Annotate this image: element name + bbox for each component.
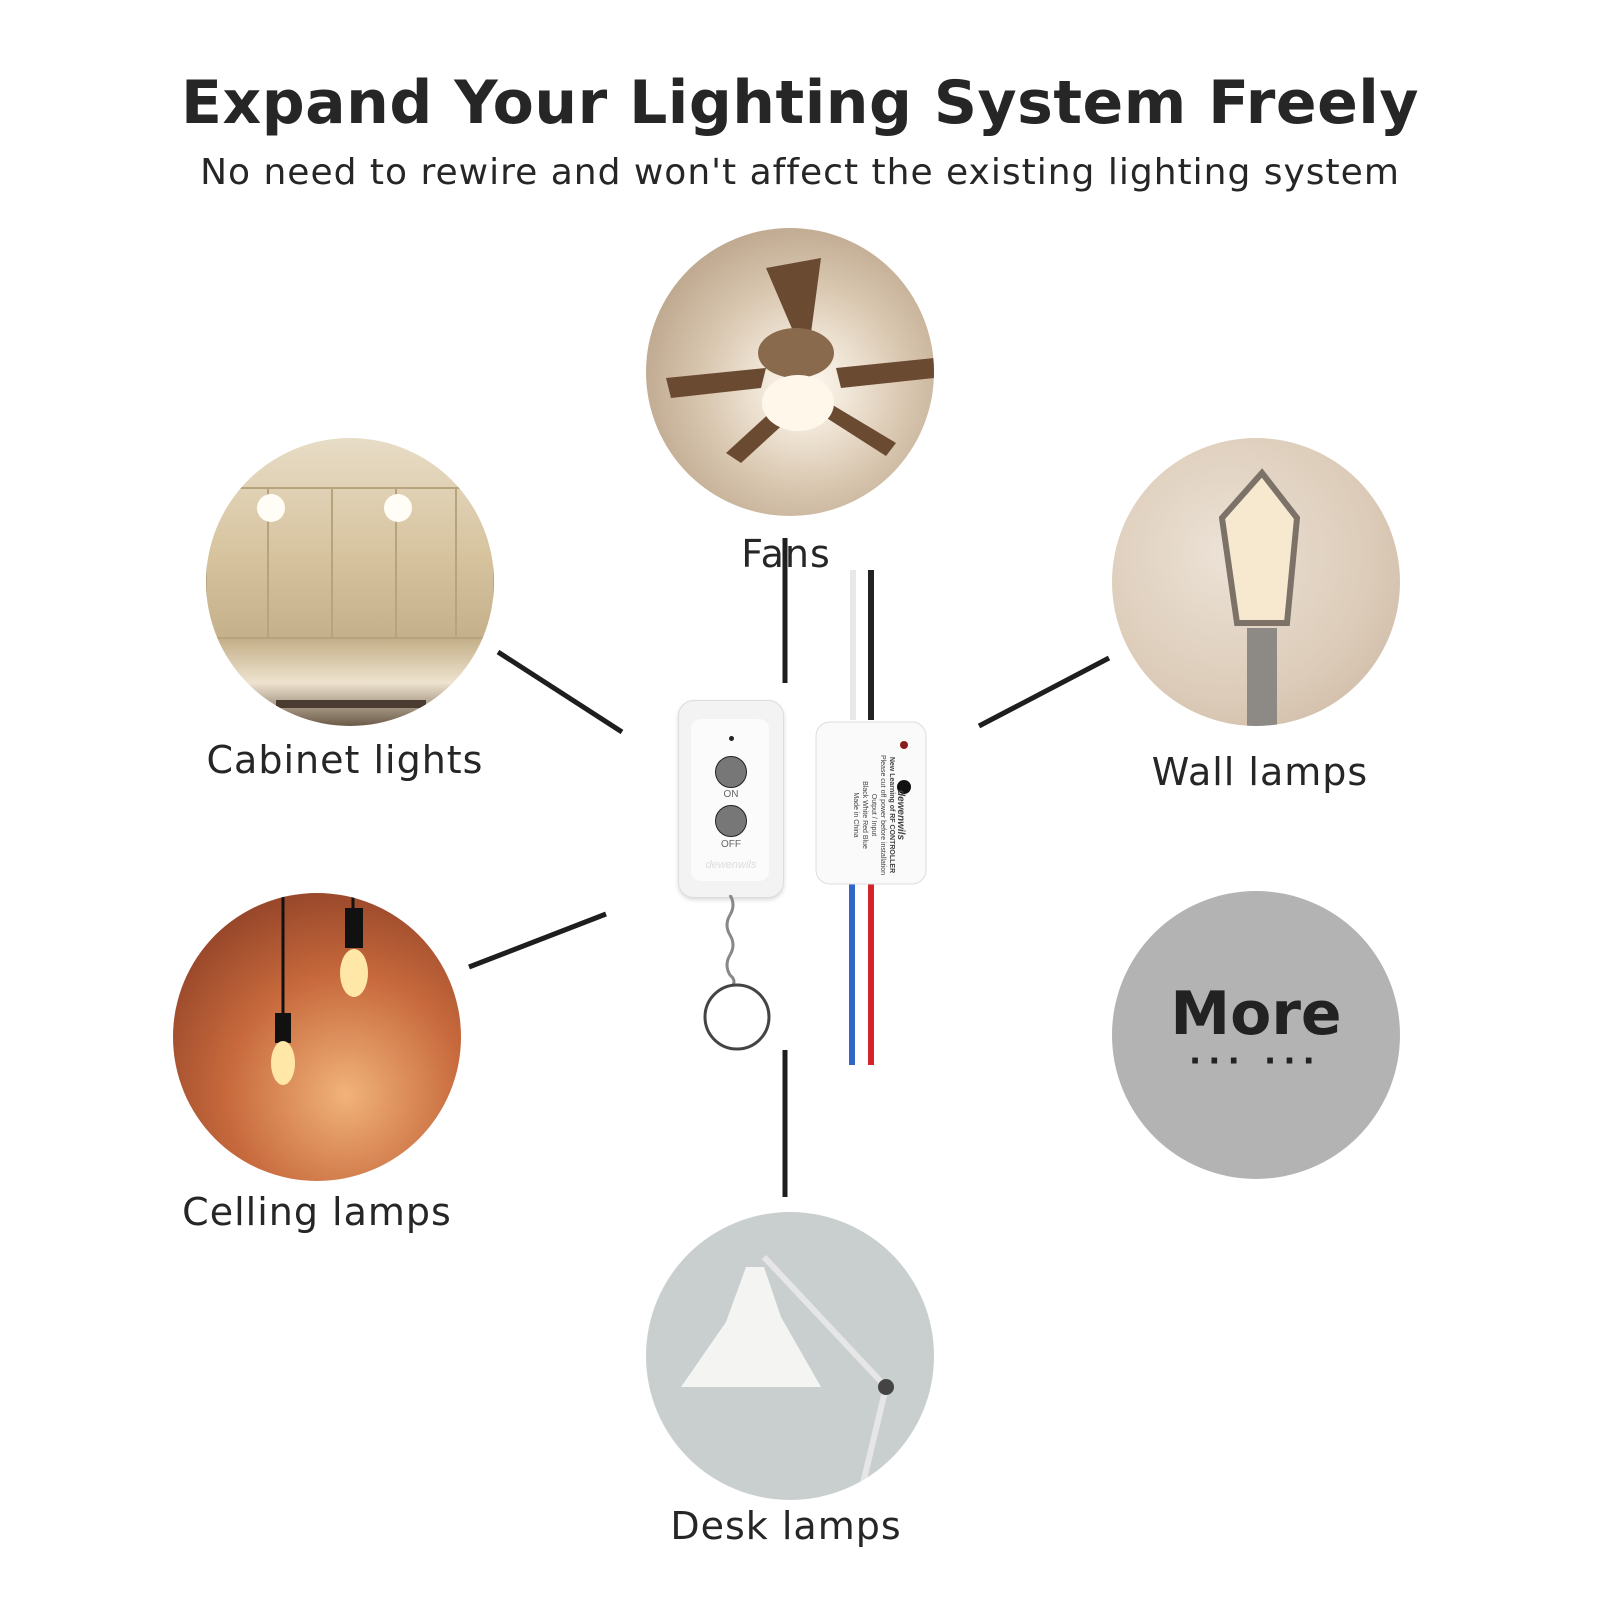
remote-control: ON OFF dewenwils: [678, 700, 784, 898]
wire-white: White: [861, 800, 868, 819]
made-in: Made in China: [852, 792, 859, 838]
ceiling-lamps-label: Celling lamps: [182, 1190, 452, 1234]
wire-red: Red: [861, 820, 868, 833]
page-title: Expand Your Lighting System Freely: [181, 68, 1419, 138]
desk-lamps-label: Desk lamps: [670, 1504, 902, 1548]
more-dots: ··· ···: [1189, 1039, 1323, 1083]
input-label: Input: [870, 820, 877, 837]
output-label: Output: [870, 793, 877, 815]
cabinet-lights-image: [206, 438, 494, 726]
connector-wall: [977, 655, 1111, 729]
page-subtitle: No need to rewire and won't affect the e…: [200, 152, 1400, 193]
controller-brand: dewenwils: [895, 789, 906, 840]
fans-image: [646, 228, 934, 516]
desk-lamps-image: [646, 1212, 934, 1500]
wire-blue: Blue: [861, 834, 868, 849]
controller-title: New Learning of RF CONTROLLER: [888, 756, 895, 874]
wall-lamps-image: [1112, 438, 1400, 726]
wall-lamps-label: Wall lamps: [1151, 750, 1369, 794]
remote-off-label: OFF: [721, 839, 741, 850]
keyring-icon: [703, 895, 771, 1051]
connector-ceiling: [468, 911, 607, 970]
remote-on-button: [715, 756, 747, 788]
connector-cabinet: [496, 649, 624, 735]
fans-label: Fans: [741, 532, 831, 576]
cabinet-lights-label: Cabinet lights: [206, 738, 484, 782]
rf-controller: [815, 570, 927, 1065]
more-circle: More ··· ···: [1112, 891, 1400, 1179]
remote-brand: dewenwils: [705, 859, 757, 871]
remote-off-button: [715, 805, 747, 837]
ceiling-lamps-image: [173, 893, 461, 1181]
controller-label: dewenwils New Learning of RF CONTROLLER …: [835, 735, 906, 895]
remote-on-label: ON: [723, 789, 739, 800]
wire-black: Black: [861, 781, 868, 799]
controller-note: Please cut off power before installation: [879, 754, 886, 876]
more-label: More: [1170, 979, 1342, 1049]
